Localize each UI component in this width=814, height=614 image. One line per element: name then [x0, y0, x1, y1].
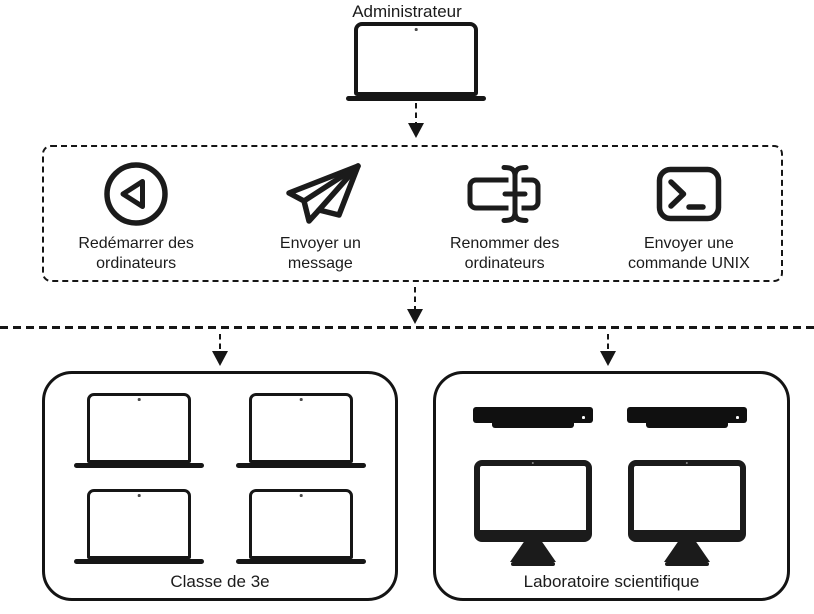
network-separator-line [0, 326, 814, 329]
arrow-stem [606, 334, 610, 351]
server-foot [492, 423, 574, 428]
actions-box: Redémarrer des ordinateurs Envoyer un me… [42, 145, 783, 282]
admin-label: Administrateur [352, 2, 462, 21]
monitor-frame [628, 460, 746, 542]
laptop-base [236, 463, 366, 468]
paper-plane-icon [278, 156, 362, 231]
arrow-to-lab [600, 334, 616, 366]
laptop-screen [87, 489, 191, 559]
laptop-icon [74, 393, 204, 468]
monitor-base [511, 562, 555, 566]
monitor-base [665, 562, 709, 566]
server-body [473, 407, 593, 423]
arrow-stem [414, 103, 418, 123]
action-item-restart: Redémarrer des ordinateurs [44, 147, 228, 275]
laptop-base [74, 463, 204, 468]
laptop-base [346, 96, 486, 101]
arrow-head-icon [600, 351, 616, 366]
desktop-monitor-icon [628, 460, 746, 566]
group-label-classroom: Classe de 3e [170, 572, 270, 591]
power-led [736, 416, 739, 419]
server-icon [473, 407, 593, 428]
server-body [627, 407, 747, 423]
arrow-actions-to-network [407, 287, 423, 324]
arrow-to-classroom [212, 334, 228, 366]
camera-dot [137, 398, 141, 401]
laptop-base [74, 559, 204, 564]
restart-icon [103, 156, 169, 231]
camera-dot [137, 494, 141, 497]
desktop-monitor-icon [474, 460, 592, 566]
arrow-stem [413, 287, 417, 309]
camera-dot [531, 461, 535, 464]
group-label-lab: Laboratoire scientifique [523, 572, 700, 591]
camera-dot [299, 398, 303, 401]
arrow-stem [218, 334, 222, 351]
camera-dot [414, 28, 418, 31]
server-icon [627, 407, 747, 428]
laptop-icon [236, 393, 366, 468]
server-foot [646, 423, 728, 428]
rename-field-icon [467, 156, 543, 231]
terminal-icon [656, 156, 722, 231]
action-label: Redémarrer des ordinateurs [78, 235, 194, 273]
action-label: Envoyer un message [279, 235, 361, 273]
action-item-unix-command: Envoyer une commande UNIX [597, 147, 781, 275]
power-led [582, 416, 585, 419]
action-label: Renommer des ordinateurs [449, 235, 560, 273]
monitor-frame [474, 460, 592, 542]
arrow-head-icon [212, 351, 228, 366]
monitor-stand [510, 542, 556, 562]
laptop-screen [249, 393, 353, 463]
group-box-classroom: Classe de 3e [42, 371, 398, 601]
arrow-head-icon [407, 309, 423, 324]
laptop-icon [74, 489, 204, 564]
action-item-send-message: Envoyer un message [228, 147, 412, 275]
arrow-head-icon [408, 123, 424, 138]
camera-dot [685, 461, 689, 464]
laptop-screen [87, 393, 191, 463]
group-box-lab: Laboratoire scientifique [433, 371, 790, 601]
laptop-icon [236, 489, 366, 564]
action-label: Envoyer une commande UNIX [627, 235, 750, 273]
laptop-screen [354, 22, 478, 96]
laptop-base [236, 559, 366, 564]
arrow-admin-to-actions [408, 103, 424, 138]
monitor-stand [664, 542, 710, 562]
camera-dot [299, 494, 303, 497]
admin-laptop-icon [346, 22, 486, 101]
laptop-screen [249, 489, 353, 559]
action-item-rename: Renommer des ordinateurs [413, 147, 597, 275]
